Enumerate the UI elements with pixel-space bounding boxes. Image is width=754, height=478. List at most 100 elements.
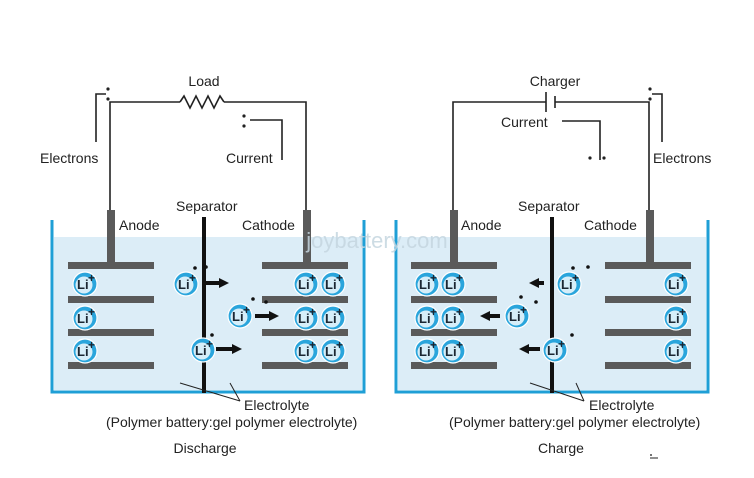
ion-charge: +	[309, 271, 316, 285]
current-direction-line	[250, 119, 283, 160]
ion-symbol: Li	[668, 344, 680, 359]
ion-charge: +	[558, 337, 565, 351]
ion-symbol: Li	[195, 343, 207, 358]
ion-charge: +	[206, 337, 213, 351]
lithium-ion: Li+	[293, 338, 319, 364]
ion-symbol: Li	[325, 277, 337, 292]
lithium-ion: Li+	[440, 338, 466, 364]
cathode-plate	[605, 362, 691, 369]
ion-charge: +	[309, 305, 316, 319]
ion-symbol: Li	[298, 344, 310, 359]
electrolyte-note: (Polymer battery:gel polymer electrolyte…	[106, 414, 357, 430]
ion-symbol: Li	[178, 277, 190, 292]
ion-symbol: Li	[445, 344, 457, 359]
lithium-ion: Li+	[414, 271, 440, 297]
ion-charge: +	[679, 338, 686, 352]
cathode-plate	[262, 262, 348, 269]
cathode-stem	[646, 210, 654, 268]
separator	[550, 217, 554, 393]
ion-charge: +	[88, 271, 95, 285]
electrons-direction-line	[95, 93, 106, 142]
anode-plate	[411, 296, 497, 303]
lithium-ion: Li+	[440, 271, 466, 297]
anode-plate	[68, 296, 154, 303]
lithium-ion: Li+	[173, 271, 199, 297]
ion-symbol: Li	[232, 309, 244, 324]
cathode-plate	[605, 329, 691, 336]
ion-symbol: Li	[77, 344, 89, 359]
lithium-ion: Li+	[663, 271, 689, 297]
ion-symbol: Li	[445, 311, 457, 326]
lithium-ion: Li+	[663, 305, 689, 331]
tank-outline	[50, 220, 366, 394]
ion-charge: +	[430, 271, 437, 285]
electrons-direction-line	[652, 93, 663, 142]
lithium-ion: Li+	[440, 305, 466, 331]
electrolyte-label: Electrolyte	[244, 397, 310, 413]
lithium-ion: Li+	[320, 271, 346, 297]
lithium-ion: Li+	[72, 338, 98, 364]
separator-label: Separator	[518, 198, 580, 214]
current-label: Current	[226, 150, 273, 166]
lithium-ion: Li+	[293, 271, 319, 297]
ion-charge: +	[572, 271, 579, 285]
ion-charge: +	[679, 305, 686, 319]
charge-caption: Charge	[538, 440, 584, 456]
ion-symbol: Li	[325, 311, 337, 326]
cathode-label: Cathode	[584, 217, 637, 233]
ion-symbol: Li	[561, 277, 573, 292]
ion-charge: +	[520, 303, 527, 317]
anode-stem	[450, 210, 458, 268]
ion-symbol: Li	[298, 311, 310, 326]
circuit-wire	[555, 101, 650, 210]
ion-symbol: Li	[668, 277, 680, 292]
anode-label: Anode	[461, 217, 502, 233]
anode-plate	[68, 262, 154, 269]
circuit-wire	[109, 101, 180, 210]
lithium-ion: Li+	[556, 271, 582, 297]
ion-charge: +	[336, 305, 343, 319]
lithium-ion: Li+	[504, 303, 530, 329]
lithium-ion: Li+	[190, 337, 216, 363]
separator-label: Separator	[176, 198, 238, 214]
ion-charge: +	[430, 305, 437, 319]
electrolyte-note: (Polymer battery:gel polymer electrolyte…	[449, 414, 700, 430]
circuit-wire	[452, 101, 546, 210]
ion-charge: +	[456, 271, 463, 285]
ion-symbol: Li	[419, 344, 431, 359]
ion-symbol: Li	[77, 277, 89, 292]
discharge-panel: Load Electrons Current Separator Anode C…	[40, 73, 366, 456]
ion-symbol: Li	[77, 311, 89, 326]
cathode-plate	[262, 296, 348, 303]
lithium-ion: Li+	[414, 338, 440, 364]
ion-symbol: Li	[325, 344, 337, 359]
anode-plate	[411, 329, 497, 336]
anode-stem	[107, 210, 115, 268]
lithium-ion: Li+	[72, 305, 98, 331]
cathode-plate	[605, 262, 691, 269]
charge-panel: Charger Current Electrons Separator Anod…	[394, 73, 711, 459]
lithium-ion: Li+	[293, 305, 319, 331]
lithium-ion: Li+	[320, 305, 346, 331]
load-resistor	[179, 94, 225, 110]
anode-plate	[411, 262, 497, 269]
lithium-ion: Li+	[320, 338, 346, 364]
load-label: Load	[188, 73, 219, 89]
cathode-plate	[262, 362, 348, 369]
anode-plate	[68, 362, 154, 369]
lithium-ions: Li+Li+Li+Li+Li+Li+Li+Li+Li+Li+Li+Li+Li+L…	[72, 271, 689, 364]
ion-symbol: Li	[547, 343, 559, 358]
cathode-stem	[303, 210, 311, 268]
ion-charge: +	[336, 271, 343, 285]
lithium-ion: Li+	[72, 271, 98, 297]
ion-charge: +	[336, 338, 343, 352]
ion-symbol: Li	[298, 277, 310, 292]
anode-plate	[411, 362, 497, 369]
electrons-label: Electrons	[653, 150, 711, 166]
ion-symbol: Li	[445, 277, 457, 292]
lithium-ion: Li+	[663, 338, 689, 364]
anode-plate	[68, 329, 154, 336]
ion-charge: +	[679, 271, 686, 285]
anode-label: Anode	[119, 217, 160, 233]
